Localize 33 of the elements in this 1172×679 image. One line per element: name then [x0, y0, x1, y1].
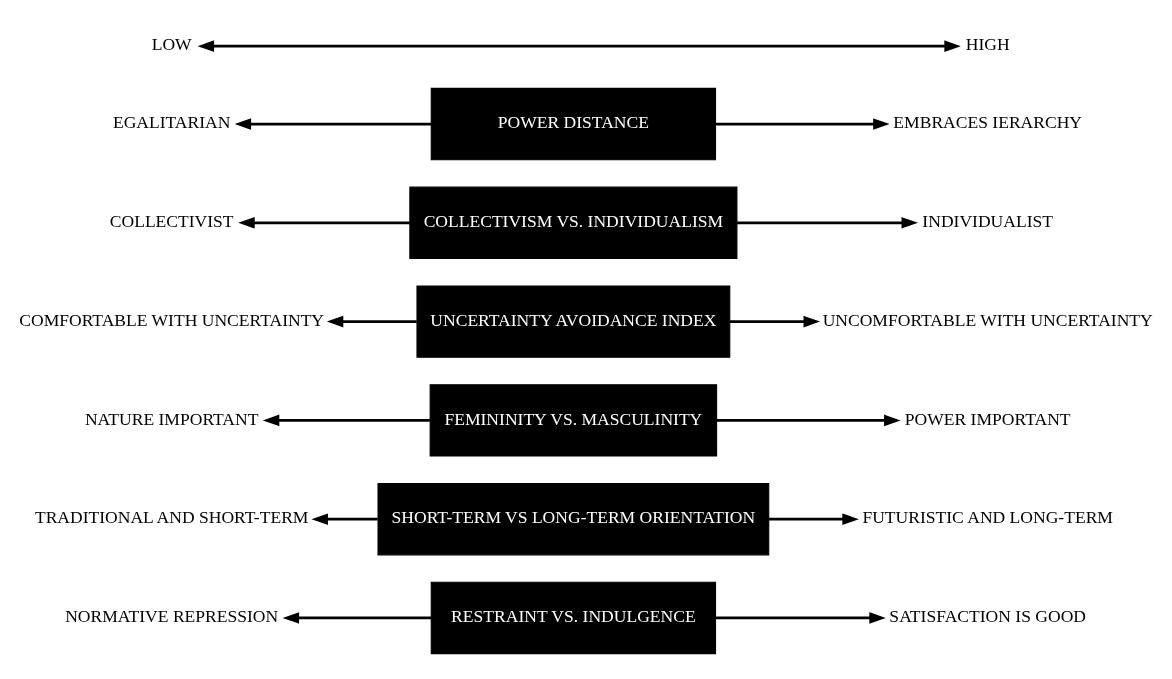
node-box: UNCERTAINTY AVOIDANCE INDEX	[416, 284, 731, 358]
arrow	[737, 216, 918, 229]
node-box: COLLECTIVISM VS. INDIVIDUALISM	[409, 186, 738, 259]
node-text: NATURE IMPORTANT	[84, 408, 259, 429]
node-text: NORMATIVE REPRESSION	[65, 605, 279, 626]
node-box: FEMININITY VS. MASCULINITY	[429, 383, 718, 457]
arrow	[282, 611, 432, 624]
node-text: SATISFACTION IS GOOD	[889, 605, 1086, 626]
node-text: EGALITARIAN	[112, 111, 231, 132]
arrow	[715, 611, 886, 624]
node-text: POWER IMPORTANT	[904, 408, 1071, 429]
arrow	[234, 117, 432, 130]
node-text: LOW	[151, 33, 192, 54]
node-text: COMFORTABLE WITH UNCERTAINTY	[19, 309, 325, 330]
node-box: SHORT-TERM VS LONG-TERM ORIENTATION	[377, 482, 770, 555]
node-text: COLLECTIVIST	[109, 210, 234, 231]
arrow	[311, 512, 378, 525]
node-box: RESTRAINT VS. INDULGENCE	[430, 581, 717, 654]
arrow	[197, 39, 961, 52]
arrow	[326, 315, 417, 327]
arrow	[238, 216, 410, 229]
node-text: EMBRACES IERARCHY	[893, 111, 1083, 132]
arrow	[262, 414, 430, 426]
arrow	[730, 315, 820, 327]
arrow	[715, 117, 890, 130]
node-text: FUTURISTIC AND LONG-TERM	[862, 506, 1113, 527]
arrow	[768, 512, 859, 525]
arrow	[716, 414, 901, 426]
node-text: UNCOMFORTABLE WITH UNCERTAINTY	[822, 309, 1153, 330]
node-text: TRADITIONAL AND SHORT-TERM	[34, 506, 309, 527]
node-box: POWER DISTANCE	[430, 87, 717, 160]
node-text: HIGH	[965, 33, 1010, 54]
node-text: INDIVIDUALIST	[922, 210, 1053, 231]
